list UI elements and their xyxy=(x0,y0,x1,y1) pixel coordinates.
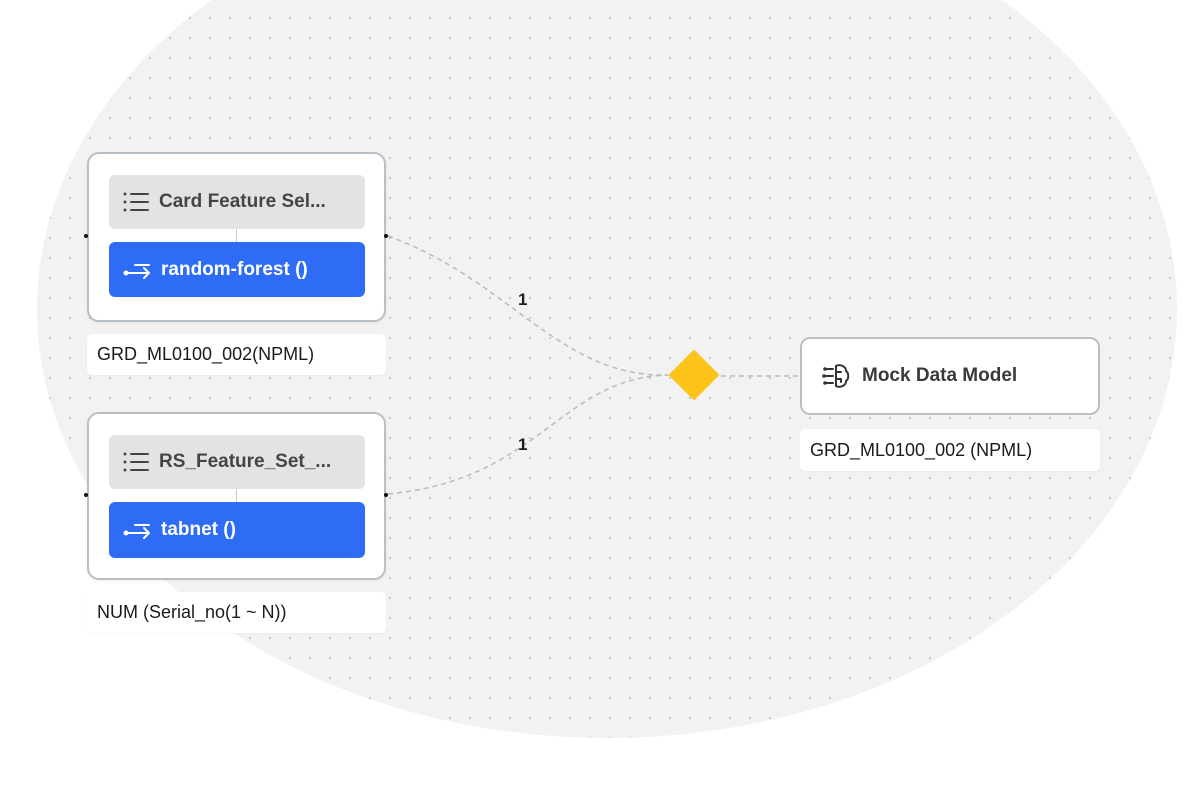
feature-set-chip[interactable]: Card Feature Sel... xyxy=(109,175,365,229)
list-icon xyxy=(123,451,149,473)
input-port[interactable] xyxy=(84,234,88,238)
node-caption: GRD_ML0100_002(NPML) xyxy=(87,334,386,375)
output-port[interactable] xyxy=(384,234,388,238)
algorithm-label: random-forest () xyxy=(161,258,308,280)
input-port[interactable] xyxy=(84,493,88,497)
brain-circuit-icon xyxy=(822,362,850,390)
feature-set-chip[interactable]: RS_Feature_Set_... xyxy=(109,435,365,489)
edge-label: 1 xyxy=(518,290,528,309)
feature-set-label: RS_Feature_Set_... xyxy=(159,451,332,472)
algorithm-chip[interactable]: random-forest () xyxy=(109,242,365,297)
node-caption: NUM (Serial_no(1 ~ N)) xyxy=(87,592,386,633)
node-group-rs-feature[interactable]: RS_Feature_Set_... tabnet () xyxy=(87,412,386,580)
edge-top[interactable] xyxy=(387,235,669,376)
model-caption: GRD_ML0100_002 (NPML) xyxy=(800,429,1100,471)
model-node[interactable]: Mock Data Model xyxy=(800,337,1100,415)
output-port[interactable] xyxy=(384,493,388,497)
model-title: Mock Data Model xyxy=(862,365,1018,386)
edge-label: 1 xyxy=(518,435,528,454)
algorithm-label: tabnet () xyxy=(161,519,236,540)
node-group-card-feature[interactable]: Card Feature Sel... random-forest () xyxy=(87,152,386,322)
edge-bottom[interactable] xyxy=(387,374,669,495)
list-icon xyxy=(123,191,149,213)
chip-connector xyxy=(236,229,237,242)
route-icon xyxy=(123,259,151,281)
chip-connector xyxy=(236,489,237,502)
algorithm-chip[interactable]: tabnet () xyxy=(109,502,365,558)
feature-set-label: Card Feature Sel... xyxy=(159,191,326,212)
route-icon xyxy=(123,519,151,541)
